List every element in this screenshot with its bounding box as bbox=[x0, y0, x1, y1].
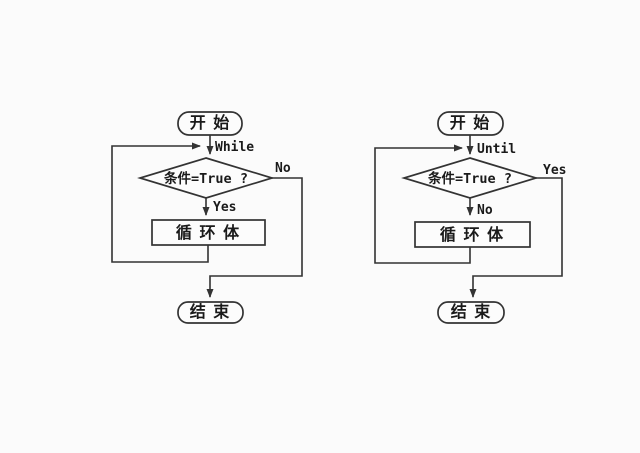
loopback-connector bbox=[111, 142, 209, 263]
until-flowchart: 开 始 Until 条件=True ? Yes No 循 环 体 结 束 bbox=[374, 111, 566, 324]
start-label: 开 始 bbox=[450, 113, 491, 132]
loop-body-node bbox=[414, 221, 531, 248]
branch-down-label: No bbox=[477, 203, 493, 218]
branch-down-label: Yes bbox=[213, 200, 236, 215]
loop-entry-label: While bbox=[215, 140, 254, 155]
loop-body-label: 循 环 体 bbox=[176, 223, 240, 242]
end-node bbox=[437, 301, 505, 324]
branch-side-label: Yes bbox=[543, 163, 566, 178]
end-label: 结 束 bbox=[189, 302, 231, 321]
exit-branch-connector bbox=[469, 177, 563, 298]
start-label: 开 始 bbox=[190, 113, 231, 132]
loopback-connector bbox=[374, 144, 471, 264]
condition-label: 条件=True ? bbox=[163, 170, 248, 187]
end-label: 结 束 bbox=[450, 302, 492, 321]
loop-entry-label: Until bbox=[477, 142, 516, 157]
exit-branch-connector bbox=[206, 177, 303, 298]
condition-label: 条件=True ? bbox=[427, 170, 512, 187]
loop-body-label: 循 环 体 bbox=[440, 225, 504, 244]
while-flowchart: 开 始 While 条件=True ? No Yes 循 环 体 结 束 bbox=[111, 111, 303, 324]
end-node bbox=[177, 301, 244, 324]
branch-side-label: No bbox=[275, 161, 291, 176]
